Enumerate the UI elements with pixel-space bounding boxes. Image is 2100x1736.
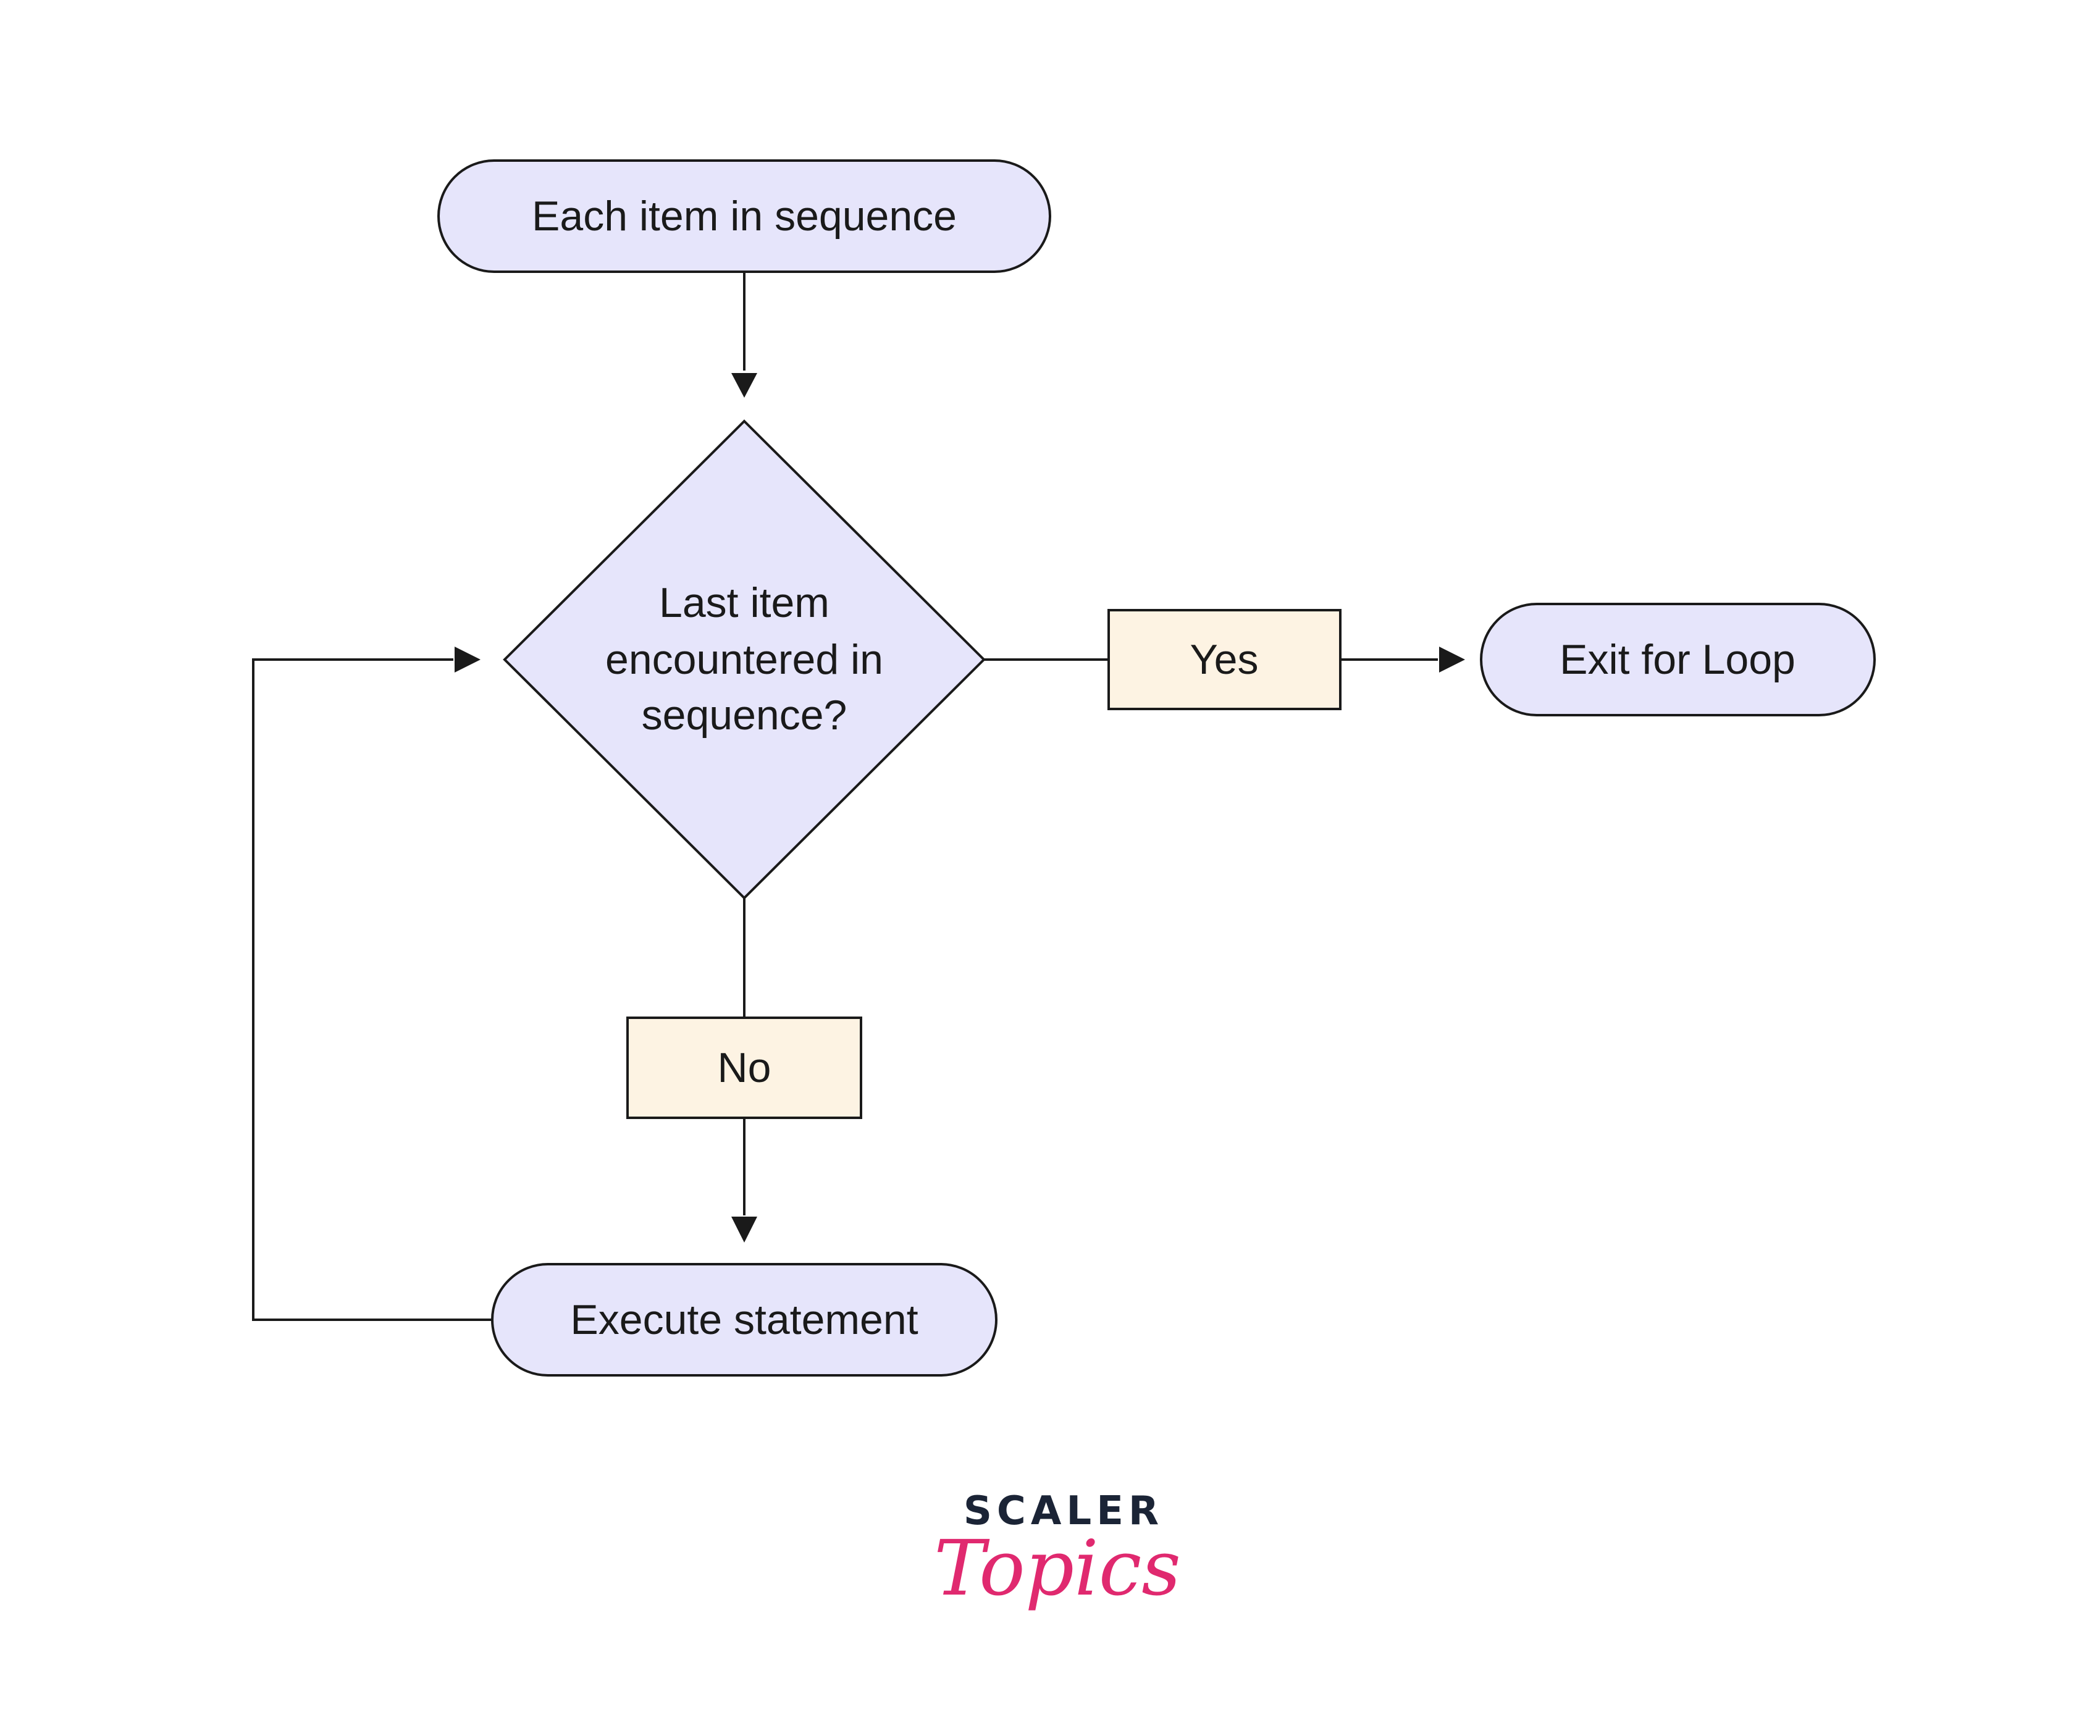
start-node: Each item in sequence [437, 159, 1051, 273]
arrowhead-no-to-execute [731, 1217, 757, 1243]
scaler-topics-logo: SCALER Topics [934, 1488, 1181, 1613]
arrowhead-start-to-decision [731, 373, 757, 398]
execute-node-label: Execute statement [570, 1296, 918, 1343]
decision-node: Last item encountered in sequence? [503, 419, 986, 900]
exit-node-label: Exit for Loop [1560, 636, 1796, 683]
yes-label-text: Yes [1190, 636, 1259, 683]
logo-topics-word: Topics [934, 1524, 1181, 1613]
arrowhead-yes-to-exit [1439, 647, 1465, 673]
decision-line-3: sequence? [642, 692, 847, 739]
logo-scaler-word: SCALER [964, 1488, 1164, 1534]
execute-node: Execute statement [491, 1263, 998, 1377]
yes-branch-label: Yes [1107, 609, 1342, 710]
loop-back-line [252, 658, 492, 1321]
arrowhead-loop-back [455, 647, 481, 673]
start-node-label: Each item in sequence [532, 193, 957, 240]
no-branch-label: No [626, 1017, 862, 1119]
decision-line-1: Last item [659, 579, 830, 626]
connectors [252, 273, 1465, 1321]
exit-node: Exit for Loop [1480, 603, 1876, 716]
decision-line-2: encountered in [605, 636, 883, 683]
no-label-text: No [718, 1044, 771, 1091]
